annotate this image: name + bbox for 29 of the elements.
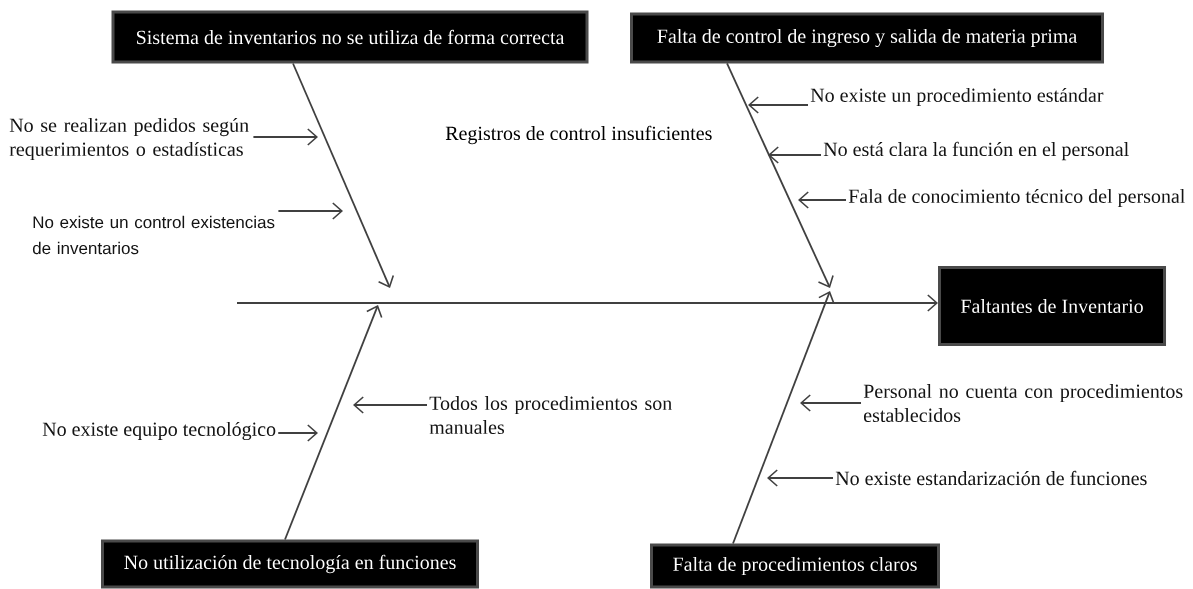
cause-text: Fala de conocimiento técnico del personal — [848, 188, 1185, 208]
arrow — [236, 294, 938, 312]
note-text: Registros de control insuficientes — [445, 125, 712, 145]
arrow — [767, 469, 834, 487]
cause-box: Falta de procedimientos claros — [650, 543, 940, 589]
arrow — [748, 96, 809, 114]
arrow — [277, 424, 318, 442]
arrow — [798, 191, 847, 209]
cause-text: No existe un control existencias de inventarios — [32, 215, 275, 255]
arrow — [768, 146, 822, 164]
cause-text: No existe equipo tecnológico — [42, 421, 276, 441]
arrow — [353, 396, 428, 414]
cause-box: No utilización de tecnología en funciones — [101, 539, 479, 589]
arrow — [800, 394, 862, 412]
cause-text: No existe un procedimiento estándar — [810, 87, 1104, 107]
cause-box: Falta de control de ingreso y salida de materia prima — [630, 12, 1104, 64]
cause-box: Faltantes de Inventario — [938, 266, 1166, 346]
arrow — [732, 291, 835, 545]
cause-text: No está clara la función en el personal — [823, 141, 1129, 161]
arrow — [252, 128, 318, 146]
arrow — [277, 202, 343, 220]
cause-text: Todos los procedimientos son manuales — [429, 395, 672, 435]
cause-text: No existe estandarización de funciones — [835, 470, 1147, 486]
arrow — [292, 62, 395, 288]
cause-text: Personal no cuenta con procedimientos establecidos — [863, 383, 1183, 423]
cause-text: No se realizan pedidos según requerimientos o estadísticas — [9, 117, 249, 161]
cause-box: Sistema de inventarios no se utiliza de forma correcta — [111, 10, 589, 64]
arrow — [284, 305, 383, 541]
arrow — [726, 62, 834, 288]
